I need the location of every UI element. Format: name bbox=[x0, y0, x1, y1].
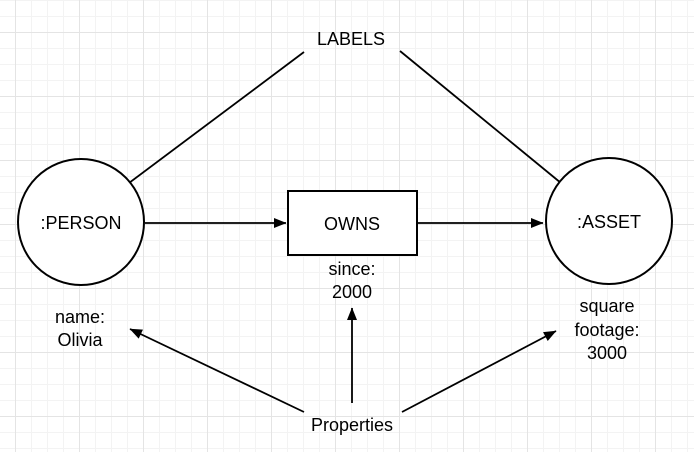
owns-relationship-box bbox=[287, 190, 418, 256]
person-node-circle bbox=[17, 158, 145, 286]
person-node-label: :PERSON bbox=[40, 213, 121, 233]
properties-arrow-to-asset-property bbox=[401, 330, 557, 413]
owns-property-value: 2000 bbox=[332, 282, 372, 302]
labels-arrow-to-asset bbox=[399, 50, 590, 207]
asset-node-label: :ASSET bbox=[577, 212, 641, 232]
asset-property-value: 3000 bbox=[587, 343, 627, 363]
labels-arrow-to-person bbox=[100, 51, 305, 205]
asset-property-key-line1: square bbox=[579, 296, 634, 316]
owns-property-key: since: bbox=[328, 259, 375, 279]
owns-relationship-label: OWNS bbox=[324, 214, 380, 234]
properties-arrow-to-person-property bbox=[129, 328, 305, 413]
properties-annotation: Properties bbox=[311, 415, 393, 435]
person-property-value: Olivia bbox=[57, 330, 103, 350]
asset-node-circle bbox=[545, 157, 673, 285]
labels-annotation: LABELS bbox=[317, 29, 385, 49]
asset-property-key-line2: footage: bbox=[574, 320, 639, 340]
person-property-key: name: bbox=[55, 307, 105, 327]
